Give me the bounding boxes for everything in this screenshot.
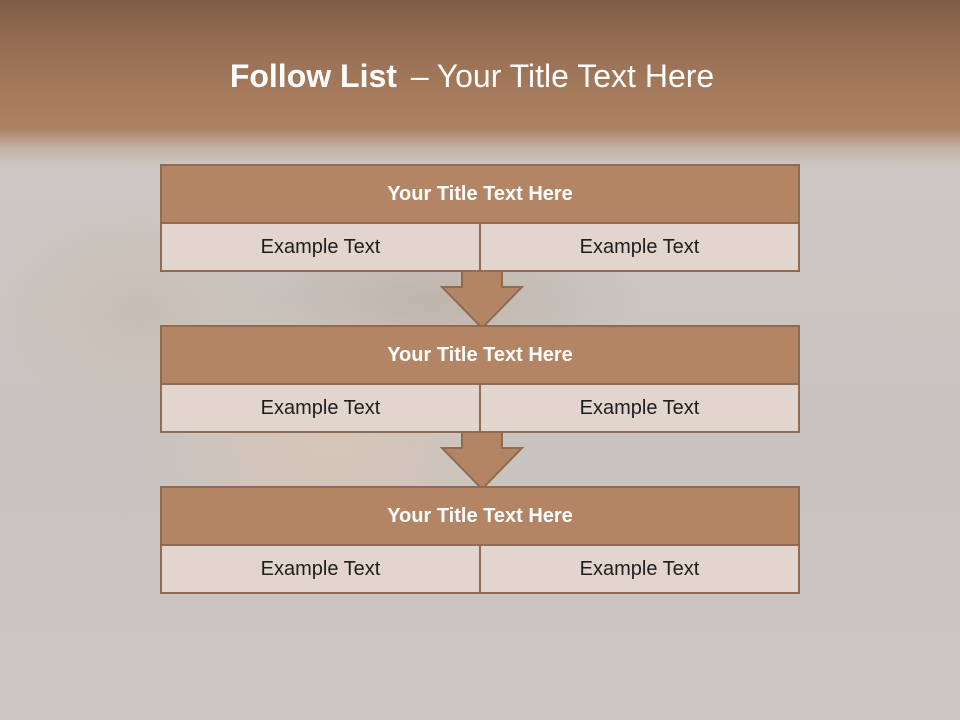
title-rest: Your Title Text Here	[436, 58, 715, 94]
title-separator: –	[410, 58, 429, 94]
block-cell-right: Example Text	[479, 385, 798, 431]
flow-block-3: Your Title Text Here Example Text Exampl…	[160, 486, 800, 594]
flow-block-2: Your Title Text Here Example Text Exampl…	[160, 325, 800, 433]
block-cell-left: Example Text	[162, 224, 479, 270]
block-heading: Your Title Text Here	[162, 488, 798, 546]
block-cell-left: Example Text	[162, 385, 479, 431]
title-bold: Follow List	[229, 58, 397, 94]
block-cell-right: Example Text	[479, 224, 798, 270]
slide-title: Follow List–Your Title Text Here	[0, 52, 944, 100]
flow-block-1: Your Title Text Here Example Text Exampl…	[160, 164, 800, 272]
block-row: Example Text Example Text	[162, 546, 798, 592]
block-cell-left: Example Text	[162, 546, 479, 592]
header-band	[0, 0, 960, 165]
block-row: Example Text Example Text	[162, 385, 798, 431]
down-arrow-icon	[440, 431, 524, 491]
block-row: Example Text Example Text	[162, 224, 798, 270]
down-arrow-icon	[440, 270, 524, 330]
block-heading: Your Title Text Here	[162, 166, 798, 224]
block-heading: Your Title Text Here	[162, 327, 798, 385]
block-cell-right: Example Text	[479, 546, 798, 592]
